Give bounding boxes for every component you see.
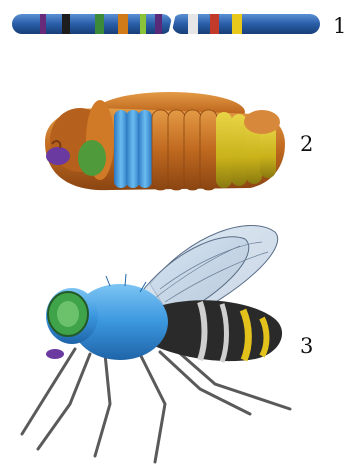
- chromosome-panel: 1: [0, 0, 347, 58]
- larva-purple-tip: [46, 147, 70, 165]
- fly-panel: 3: [0, 214, 347, 464]
- chromosome-band: [40, 14, 46, 34]
- fly-mouthpart: [46, 349, 64, 359]
- chromosome-band: [210, 14, 219, 34]
- chromosome-band: [188, 14, 198, 34]
- larva-tail: [244, 110, 280, 134]
- larva-illustration: [0, 80, 347, 210]
- chromosome-arm-left: [12, 14, 172, 34]
- panel-label-3: 3: [300, 336, 313, 357]
- chromosome-band: [118, 14, 128, 34]
- chromosome-band: [140, 14, 146, 34]
- chromosome-band: [62, 14, 70, 34]
- chromosome-band: [155, 14, 162, 34]
- chromosome-band: [232, 14, 242, 34]
- larva-brown-segments: [152, 110, 217, 190]
- panel-label-2: 2: [300, 134, 313, 155]
- chromosome-illustration: [0, 0, 347, 58]
- fly-illustration: [0, 214, 347, 464]
- larva-panel: 2: [0, 80, 347, 210]
- larva-green-mouthpart: [78, 140, 106, 176]
- panel-label-1: 1: [333, 16, 346, 37]
- fly-legs: [22, 349, 290, 462]
- chromosome-band: [95, 14, 104, 34]
- larva-blue-segments: [114, 110, 152, 188]
